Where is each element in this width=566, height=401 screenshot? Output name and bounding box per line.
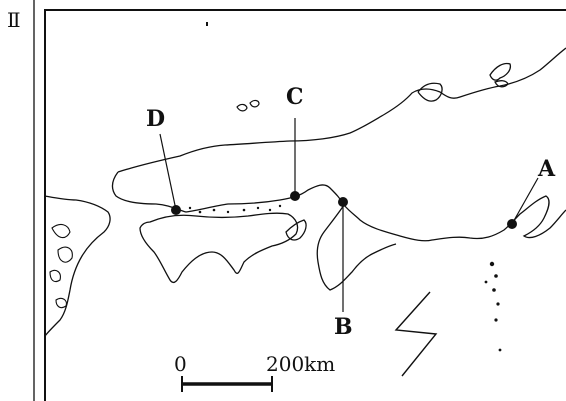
island-awaji [285,219,307,241]
coastline-kyushu [44,195,111,337]
scale-end-label: 200km [266,352,336,376]
panel-label: Ⅱ [7,8,21,32]
point-a-leader [511,177,539,225]
coastline-north [117,47,566,173]
island-oki [236,99,260,112]
coastline-kii [316,204,397,291]
point-d-label: D [146,106,166,132]
scale-start-label: 0 [174,352,187,376]
point-a-label: A [538,156,556,182]
point-b-label: B [334,314,353,340]
map-frame [44,9,566,401]
point-d-leader [159,133,177,211]
coastline-noto [417,82,443,102]
islands-seto [188,204,282,214]
islands-kyushu-west [49,223,73,309]
island-sado [489,62,512,88]
north-arrow [394,291,438,377]
point-c-label: C [286,84,304,110]
map-speck [206,22,208,26]
islands-izu [484,261,502,352]
coastline-shikoku [139,212,299,284]
coastline-south-honshu [111,171,566,242]
